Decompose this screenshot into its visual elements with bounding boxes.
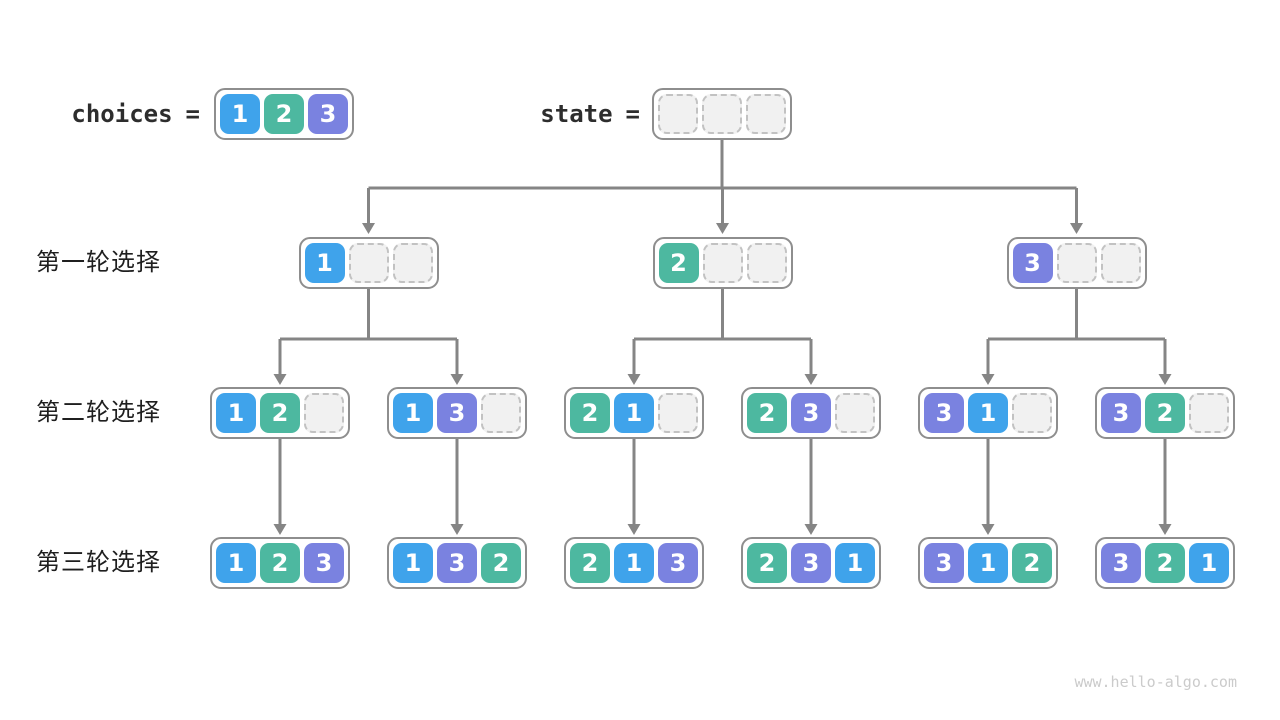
cell-empty — [746, 94, 786, 134]
cell-1: 1 — [393, 543, 433, 583]
cell-empty — [702, 94, 742, 134]
cell-empty — [1189, 393, 1229, 433]
cell-empty — [658, 94, 698, 134]
cell-1: 1 — [216, 393, 256, 433]
cell-2: 2 — [1145, 543, 1185, 583]
cell-3: 3 — [924, 393, 964, 433]
arrowhead — [716, 223, 729, 234]
arrowhead — [273, 374, 287, 385]
cell-3: 3 — [1101, 543, 1141, 583]
cell-empty — [304, 393, 344, 433]
cell-2: 2 — [260, 543, 300, 583]
cell-1: 1 — [968, 543, 1008, 583]
watermark: www.hello-algo.com — [1074, 673, 1237, 691]
cell-2: 2 — [1012, 543, 1052, 583]
cell-empty — [1012, 393, 1052, 433]
cell-1: 1 — [968, 393, 1008, 433]
cell-1: 1 — [614, 393, 654, 433]
cell-1: 1 — [216, 543, 256, 583]
choices-label-group: choices = — [0, 88, 200, 140]
round1-box-2: 2 — [652, 237, 793, 289]
state-box — [652, 88, 792, 140]
cell-2: 2 — [481, 543, 521, 583]
arrowhead — [1158, 374, 1172, 385]
cell-3: 3 — [437, 543, 477, 583]
cell-2: 2 — [747, 543, 787, 583]
cell-1: 1 — [835, 543, 875, 583]
cell-empty — [1056, 243, 1097, 283]
arrowhead — [627, 524, 641, 535]
cell-empty — [348, 243, 389, 283]
cell-3: 3 — [791, 543, 831, 583]
row-label-round-3: 第三轮选择 — [36, 549, 161, 576]
cell-1: 1 — [614, 543, 654, 583]
arrowhead — [362, 223, 375, 234]
cell-3: 3 — [658, 543, 698, 583]
cell-3: 3 — [437, 393, 477, 433]
cell-3: 3 — [1012, 243, 1053, 283]
cell-2: 2 — [264, 94, 304, 134]
state-equals-sign: = — [625, 100, 640, 128]
cell-3: 3 — [1101, 393, 1141, 433]
arrowhead — [273, 524, 287, 535]
cell-2: 2 — [747, 393, 787, 433]
cell-empty — [392, 243, 433, 283]
state-label: state — [540, 100, 613, 128]
arrowhead — [450, 374, 464, 385]
round1-box-3: 3 — [1006, 237, 1147, 289]
cell-2: 2 — [260, 393, 300, 433]
cell-2: 2 — [570, 543, 610, 583]
choices-label: choices — [71, 100, 173, 128]
arrowhead — [981, 524, 995, 535]
cell-3: 3 — [308, 94, 348, 134]
cell-empty — [1100, 243, 1141, 283]
cell-1: 1 — [304, 243, 345, 283]
arrowhead — [804, 524, 818, 535]
cell-3: 3 — [791, 393, 831, 433]
cell-3: 3 — [924, 543, 964, 583]
arrowhead — [1070, 223, 1083, 234]
state-label-group: state = — [440, 88, 640, 140]
choices-equals-sign: = — [185, 100, 200, 128]
round1-box-1: 1 — [298, 237, 439, 289]
cell-empty — [746, 243, 787, 283]
cell-1: 1 — [1189, 543, 1229, 583]
arrowhead — [804, 374, 818, 385]
cell-3: 3 — [304, 543, 344, 583]
cell-empty — [702, 243, 743, 283]
row-label-round-1: 第一轮选择 — [36, 249, 161, 276]
arrowhead — [1158, 524, 1172, 535]
cell-2: 2 — [1145, 393, 1185, 433]
cell-empty — [658, 393, 698, 433]
arrowhead — [450, 524, 464, 535]
arrowhead — [981, 374, 995, 385]
cell-empty — [835, 393, 875, 433]
cell-2: 2 — [570, 393, 610, 433]
cell-empty — [481, 393, 521, 433]
cell-1: 1 — [393, 393, 433, 433]
cell-2: 2 — [658, 243, 699, 283]
cell-1: 1 — [220, 94, 260, 134]
arrowhead — [627, 374, 641, 385]
row-label-round-2: 第二轮选择 — [36, 399, 161, 426]
